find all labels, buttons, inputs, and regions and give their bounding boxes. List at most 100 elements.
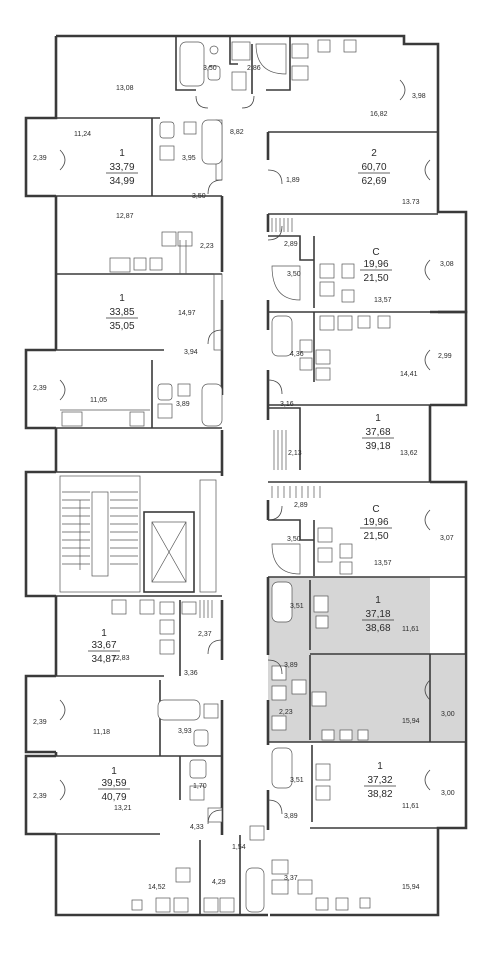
area-total: 33,85 [109, 307, 134, 318]
area-full: 39,18 [365, 441, 390, 452]
room-area: 13,57 [374, 560, 392, 567]
area-full: 40,79 [101, 792, 126, 803]
room-area: 3,50 [287, 536, 301, 543]
room-area: 12,83 [112, 655, 130, 662]
highlighted-apartment[interactable] [268, 577, 464, 742]
room-area: 2,37 [198, 631, 212, 638]
area-full: 21,50 [363, 273, 388, 284]
apartment-label-a6[interactable]: C 19,96 21,50 [360, 504, 392, 542]
area-total: 37,18 [365, 609, 390, 620]
room-area: 11,18 [93, 729, 110, 736]
room-area: 3,95 [182, 155, 196, 162]
room-area: 3,50 [192, 193, 206, 200]
area-total: 33,79 [109, 162, 134, 173]
room-area: 2,86 [247, 65, 261, 72]
area-total: 33,67 [91, 640, 116, 651]
rooms-count: C [372, 247, 379, 258]
area-full: 38,82 [367, 789, 392, 800]
rooms-count: C [372, 504, 379, 515]
room-area: 14,97 [178, 310, 196, 317]
area-total: 60,70 [361, 162, 386, 173]
rooms-count: 1 [119, 148, 125, 159]
room-area: 15,94 [402, 884, 420, 891]
room-area: 3,98 [412, 93, 426, 100]
area-total: 19,96 [363, 259, 388, 270]
room-area: 11,05 [90, 397, 107, 404]
room-area: 13,57 [374, 297, 392, 304]
room-area: 13.73 [402, 199, 420, 206]
room-area: 3,89 [284, 662, 298, 669]
apartment-label-a3[interactable]: C 19,96 21,50 [360, 247, 392, 284]
room-area: 2,99 [438, 353, 452, 360]
rooms-count: 2 [371, 148, 377, 159]
rooms-count: 1 [375, 413, 381, 424]
apartment-label-a4[interactable]: 1 33,85 35,05 [106, 293, 138, 332]
rooms-count: 1 [375, 595, 381, 606]
room-area: 3,50 [287, 271, 301, 278]
room-area: 1,70 [193, 783, 207, 790]
room-area: 2,39 [33, 793, 47, 800]
room-area: 11,61 [402, 626, 419, 633]
room-area: 3,08 [440, 261, 454, 268]
room-area: 13,21 [114, 805, 132, 812]
rooms-count: 1 [111, 766, 117, 777]
area-full: 21,50 [363, 531, 388, 542]
rooms-count: 1 [101, 628, 107, 639]
room-area: 3,00 [441, 711, 455, 718]
room-area: 3,93 [178, 728, 192, 735]
rooms-count: 1 [119, 293, 125, 304]
area-full: 62,69 [361, 176, 386, 187]
room-area: 1,89 [286, 177, 300, 184]
room-area: 3,16 [280, 401, 294, 408]
stairwell [59, 475, 141, 593]
apartment-label-a10[interactable]: 1 37,32 38,82 [364, 761, 396, 800]
area-total: 39,59 [101, 778, 126, 789]
room-area: 3,50 [203, 65, 217, 72]
room-area: 13,62 [400, 450, 418, 457]
apartment-label-a9[interactable]: 1 39,59 40,79 [98, 766, 130, 803]
room-area: 4,33 [190, 824, 204, 831]
room-area: 14,41 [400, 371, 418, 378]
apartment-label-a2[interactable]: 2 60,70 62,69 [358, 148, 390, 187]
apartment-label-a8[interactable]: 1 37,18 38,68 [362, 595, 394, 634]
area-full: 34,87 [91, 654, 116, 665]
room-area: 2,23 [200, 243, 214, 250]
room-area: 16,82 [370, 111, 388, 118]
room-area: 3,07 [440, 535, 454, 542]
room-area: 3,89 [176, 401, 190, 408]
room-area: 2,39 [33, 155, 47, 162]
room-area: 15,94 [402, 718, 420, 725]
elevator [143, 511, 195, 593]
room-area: 3,51 [290, 603, 304, 610]
room-area: 11,24 [74, 131, 91, 138]
room-area-labels: 3,50 2,86 13,08 3,98 16,82 8,82 11,24 3,… [33, 65, 455, 891]
room-area: 3,51 [290, 777, 304, 784]
room-area: 8,82 [230, 129, 244, 136]
room-area: 2,39 [33, 719, 47, 726]
room-area: 14,52 [148, 884, 166, 891]
apartment-label-a5[interactable]: 1 37,68 39,18 [362, 413, 394, 452]
area-total: 37,68 [365, 427, 390, 438]
room-area: 3,36 [184, 670, 198, 677]
rooms-count: 1 [377, 761, 383, 772]
fixtures [60, 39, 391, 913]
apartment-label-a1[interactable]: 1 33,79 34,99 [106, 148, 138, 187]
room-area: 4,36 [290, 351, 304, 358]
room-area: 3,94 [184, 349, 198, 356]
outer-walls [24, 34, 468, 917]
room-area: 11,61 [402, 803, 419, 810]
room-area: 1,54 [232, 844, 246, 851]
room-area: 12,87 [116, 213, 134, 220]
room-area: 4,29 [212, 879, 226, 886]
room-area: 2,23 [279, 709, 293, 716]
room-area: 2,39 [33, 385, 47, 392]
doors [59, 79, 431, 825]
room-area: 2,89 [294, 502, 308, 509]
area-full: 34,99 [109, 176, 134, 187]
apartment-label-a7[interactable]: 1 33,67 34,87 [88, 628, 120, 665]
room-area: 13,08 [116, 85, 134, 92]
room-area: 2,13 [288, 450, 302, 457]
room-area: 2,89 [284, 241, 298, 248]
area-full: 38,68 [365, 623, 390, 634]
